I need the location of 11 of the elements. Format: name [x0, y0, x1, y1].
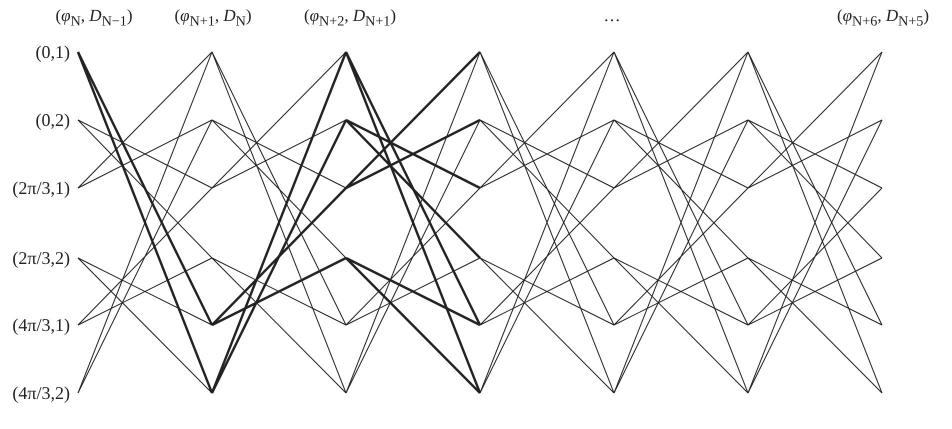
state-label: (0,1): [36, 42, 70, 62]
column-label: (φ$_{N+6}$, D$_{N+5}$): [836, 6, 930, 32]
ellipsis: …: [604, 6, 620, 26]
column-label: (φ$_{N+1}$, D$_{N}$): [174, 6, 252, 32]
state-label: (2π/3,2): [12, 248, 70, 268]
state-label: (4π/3,2): [12, 383, 70, 403]
state-label: (0,2): [36, 110, 70, 130]
state-label: (2π/3,1): [12, 178, 70, 198]
column-label: (φ$_{N+2}$, D$_{N+1}$): [304, 6, 396, 32]
state-label: (4π/3,1): [12, 315, 70, 335]
column-label: (φ$_{N}$, D$_{N−1}$): [55, 6, 133, 32]
